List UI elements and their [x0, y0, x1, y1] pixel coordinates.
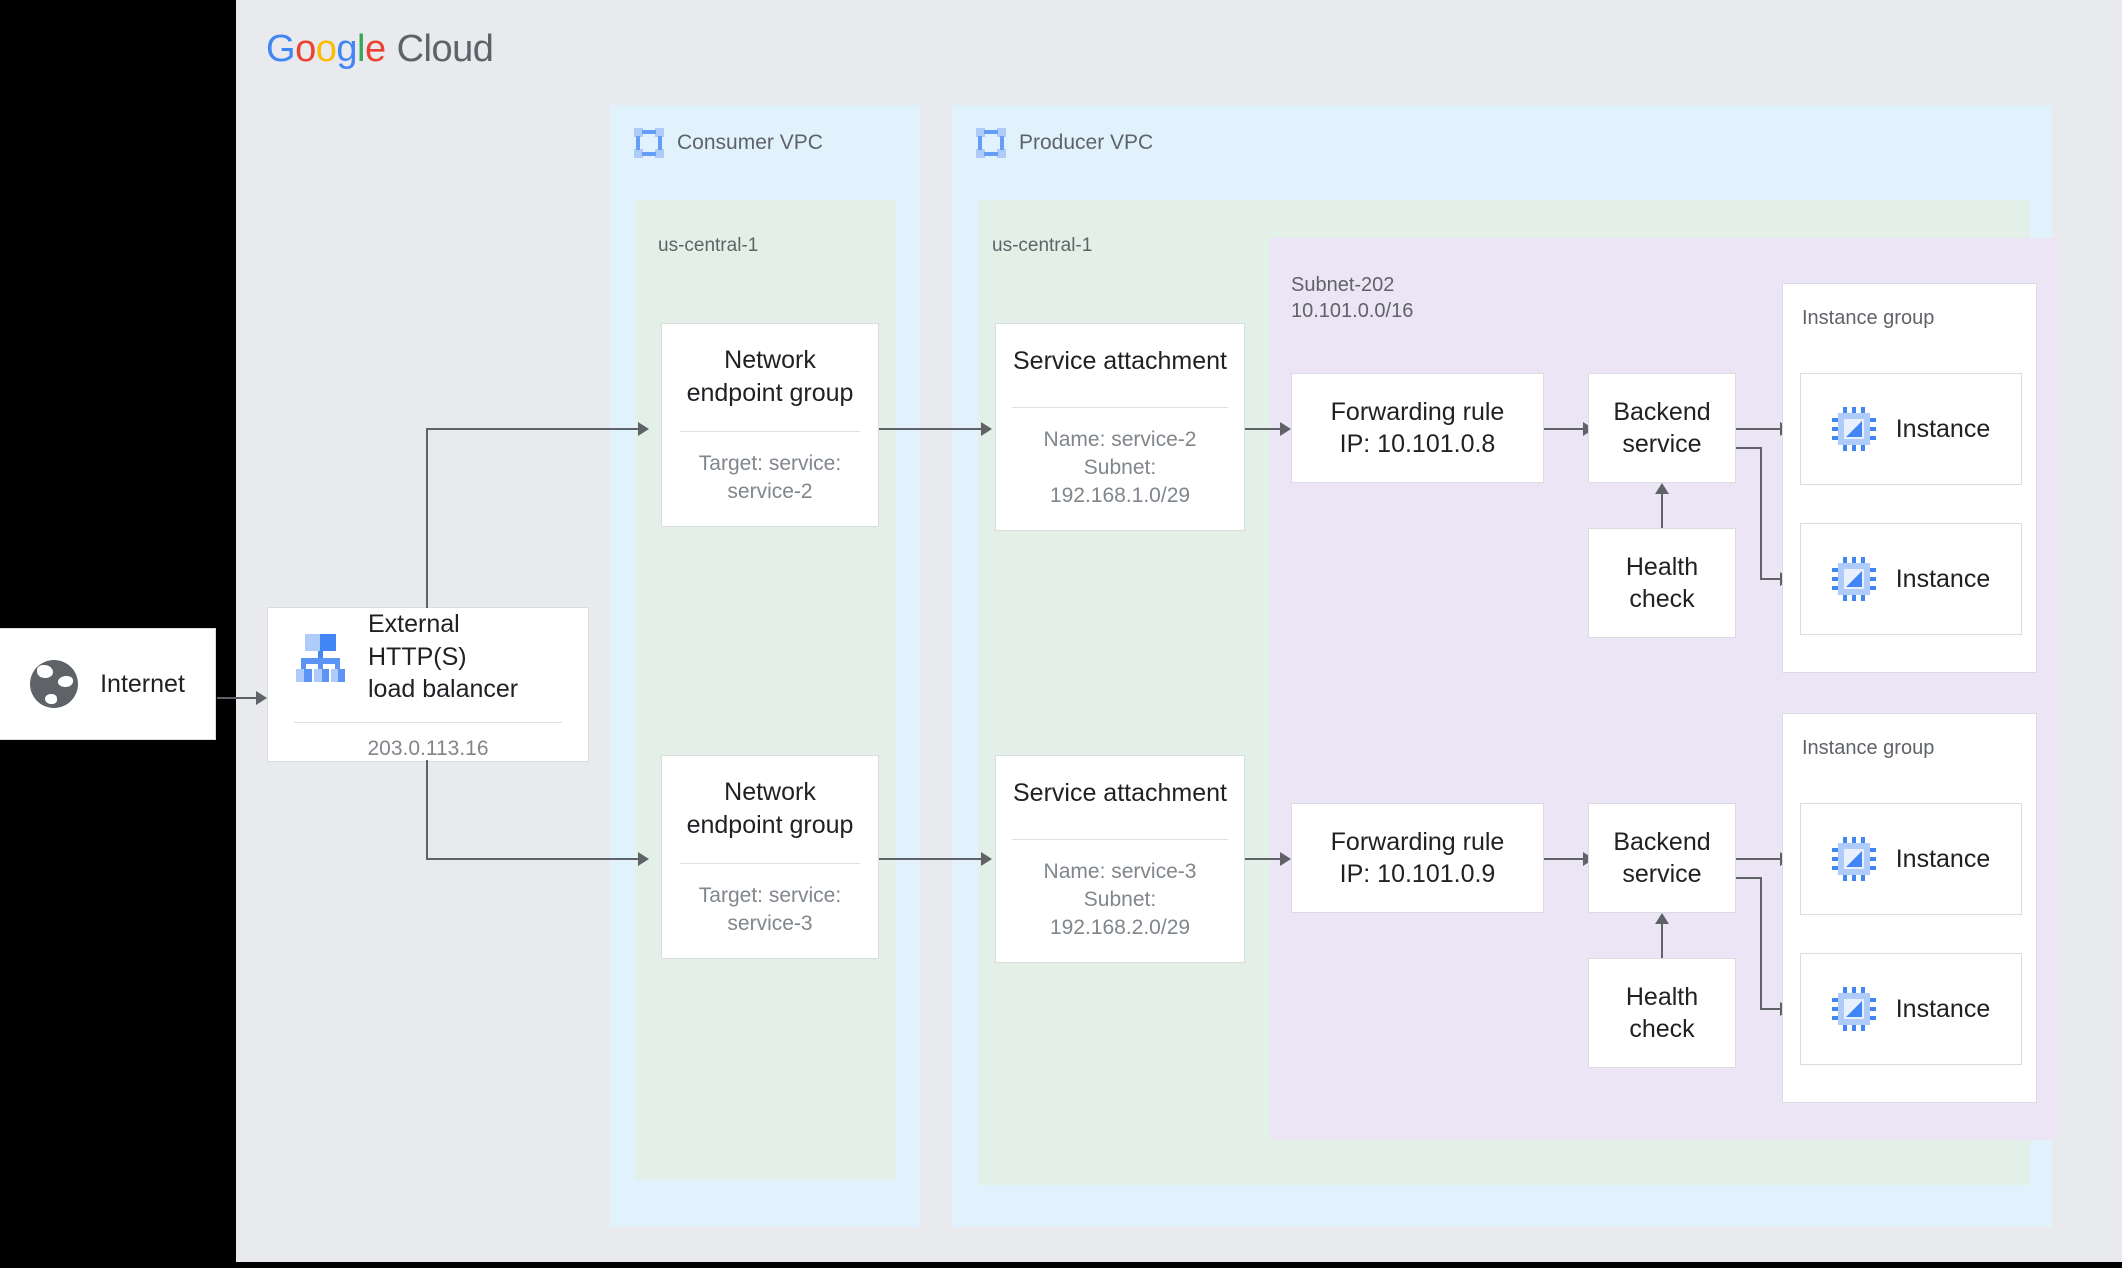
- connector-bs2-instance4-c: [1760, 1008, 1785, 1010]
- sa-1-divider: [1012, 407, 1228, 409]
- connector-bs2-instance3: [1736, 858, 1785, 860]
- neg-1-divider: [680, 431, 860, 433]
- compute-instance-chip-icon: [1831, 987, 1876, 1031]
- instance-group-2-label: Instance group: [1802, 737, 1935, 759]
- connector-bs2-instance4-b: [1760, 877, 1762, 1009]
- vpc-icon: [634, 128, 664, 158]
- instance-1-label: Instance: [1895, 414, 1991, 443]
- service-attachment-2: Service attachment Name: service-3 Subne…: [995, 755, 1245, 963]
- arrowhead-hc2-bs2: [1655, 913, 1669, 924]
- connector-fr1-bs1: [1544, 428, 1588, 430]
- instance-1: Instance: [1800, 373, 2022, 485]
- instance-3-label: Instance: [1895, 844, 1991, 873]
- backend-service-2-title: Backend service: [1613, 827, 1711, 889]
- instance-3: Instance: [1800, 803, 2022, 915]
- backend-service-2: Backend service: [1588, 803, 1736, 913]
- forwarding-rule-1-title: Forwarding rule IP: 10.101.0.8: [1330, 397, 1505, 459]
- producer-vpc-label: Producer VPC: [1019, 131, 1154, 154]
- arrowhead-sa2-fr2: [1280, 852, 1291, 866]
- network-endpoint-group-2: Network endpoint group Target: service: …: [661, 755, 879, 959]
- connector-bs1-instance2-b: [1760, 447, 1762, 579]
- globe-icon: [30, 660, 79, 708]
- arrowhead-lb-neg1: [638, 422, 649, 436]
- compute-instance-chip-icon: [1831, 837, 1876, 881]
- connector-internet-lb: [217, 697, 261, 699]
- connector-bs1-instance1: [1736, 428, 1785, 430]
- load-balancer-ip: 203.0.113.16: [367, 736, 489, 760]
- neg-2-divider: [680, 863, 860, 865]
- connector-lb-neg1: [426, 428, 640, 430]
- connector-bs1-instance2-c: [1760, 578, 1785, 580]
- connector-sa1-fr1: [1245, 428, 1285, 430]
- sa-2-divider: [1012, 839, 1228, 841]
- connector-bs2-instance4-a: [1736, 877, 1762, 879]
- logo-letter-g2: g: [336, 28, 357, 70]
- arrowhead-lb-neg2: [638, 852, 649, 866]
- sa-1-title: Service attachment: [1013, 346, 1227, 375]
- health-check-1-title: Health check: [1625, 552, 1699, 614]
- neg-2-subtext: Target: service: service-3: [698, 884, 842, 935]
- logo-letter-e: e: [364, 28, 386, 70]
- arrowhead-hc1-bs1: [1655, 483, 1669, 494]
- sa-1-subtext: Name: service-2 Subnet: 192.168.1.0/29: [1043, 428, 1197, 507]
- producer-region-label: us-central-1: [992, 235, 1093, 256]
- arrowhead-sa1-fr1: [1280, 422, 1291, 436]
- neg-1-subtext: Target: service: service-2: [698, 452, 842, 503]
- health-check-1: Health check: [1588, 528, 1736, 638]
- backend-service-1-title: Backend service: [1613, 397, 1711, 459]
- load-balancer-divider: [294, 721, 562, 723]
- logo-letter-o1: o: [295, 28, 316, 70]
- neg-2-title: Network endpoint group: [686, 778, 854, 839]
- producer-vpc-header: Producer VPC: [976, 128, 1153, 158]
- connector-sa2-fr2: [1245, 858, 1285, 860]
- service-attachment-1: Service attachment Name: service-2 Subne…: [995, 323, 1245, 531]
- compute-instance-chip-icon: [1831, 557, 1876, 601]
- sa-2-title: Service attachment: [1013, 778, 1227, 807]
- forwarding-rule-1: Forwarding rule IP: 10.101.0.8: [1291, 373, 1544, 483]
- logo-letter-l: l: [356, 28, 365, 70]
- load-balancer-title: External HTTP(S) load balancer: [368, 610, 519, 704]
- connector-neg1-sa1: [879, 428, 983, 430]
- backend-service-1: Backend service: [1588, 373, 1736, 483]
- consumer-region-label: us-central-1: [658, 235, 759, 256]
- vpc-icon: [976, 128, 1006, 158]
- health-check-2-title: Health check: [1625, 982, 1699, 1044]
- instance-4-label: Instance: [1895, 994, 1991, 1023]
- subnet-202-label: Subnet-202 10.101.0.0/16: [1291, 274, 1414, 323]
- logo-letter-g1: G: [266, 28, 296, 70]
- sa-2-subtext: Name: service-3 Subnet: 192.168.2.0/29: [1043, 860, 1197, 939]
- connector-fr2-bs2: [1544, 858, 1588, 860]
- internet-label: Internet: [100, 669, 185, 698]
- arrowhead-neg1-sa1: [981, 422, 992, 436]
- instance-2-label: Instance: [1895, 564, 1991, 593]
- connector-lb-neg2: [426, 858, 640, 860]
- forwarding-rule-2: Forwarding rule IP: 10.101.0.9: [1291, 803, 1544, 913]
- instance-group-1-label: Instance group: [1802, 307, 1935, 329]
- consumer-vpc-header: Consumer VPC: [634, 128, 823, 158]
- connector-lb-branch-down: [426, 760, 428, 860]
- instance-2: Instance: [1800, 523, 2022, 635]
- logo-word-cloud: Cloud: [396, 28, 494, 70]
- health-check-2: Health check: [1588, 958, 1736, 1068]
- arrowhead-neg2-sa2: [981, 852, 992, 866]
- network-endpoint-group-1: Network endpoint group Target: service: …: [661, 323, 879, 527]
- load-balancer-title-row: External HTTP(S) load balancer: [294, 608, 562, 706]
- connector-hc1-bs1: [1661, 489, 1663, 528]
- connector-hc2-bs2: [1661, 919, 1663, 958]
- connector-neg2-sa2: [879, 858, 983, 860]
- compute-instance-chip-icon: [1831, 407, 1876, 451]
- connector-lb-branch-up: [426, 428, 428, 608]
- arrowhead-internet-lb: [256, 691, 267, 705]
- forwarding-rule-2-title: Forwarding rule IP: 10.101.0.9: [1330, 827, 1505, 889]
- instance-4: Instance: [1800, 953, 2022, 1065]
- internet-box: Internet: [0, 628, 216, 740]
- neg-1-title: Network endpoint group: [686, 346, 854, 407]
- load-balancer-hierarchy-icon: [294, 632, 346, 682]
- connector-bs1-instance2-a: [1736, 447, 1762, 449]
- logo-letter-o2: o: [315, 28, 337, 70]
- consumer-vpc-label: Consumer VPC: [677, 131, 823, 154]
- load-balancer-box: External HTTP(S) load balancer 203.0.113…: [267, 607, 589, 762]
